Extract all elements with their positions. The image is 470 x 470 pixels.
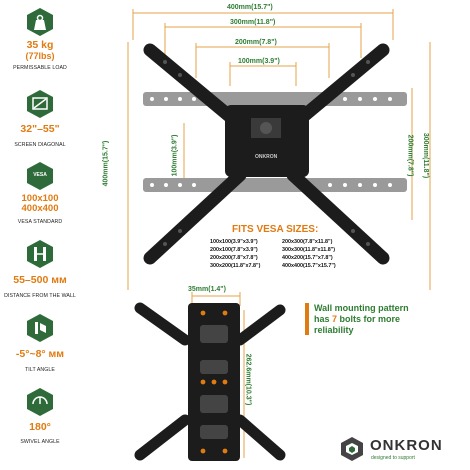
- vesa-list-col1: 100x100(3.9"x3.9") 200x100(7.8"x3.9") 20…: [210, 238, 260, 270]
- spec-diagonal-value: 32"–55": [20, 123, 60, 135]
- dimension-lines-horizontal: [132, 9, 394, 86]
- note-line-2: has 7 bolts for more: [314, 314, 401, 324]
- spec-vesa-value-min: 100x100: [21, 193, 59, 204]
- vesa-list-col2: 200x300(7.8"x11.8") 300x300(11.8"x11.8")…: [282, 238, 336, 270]
- spec-swivel-label: SWIVEL ANGLE: [20, 439, 60, 445]
- vesa-icon: VESA: [27, 162, 53, 190]
- arm-slots: [163, 60, 370, 246]
- note-line-1: Wall mounting pattern: [314, 303, 409, 313]
- spec-vesa: VESA 100x100 400x400 VESA STANDARD: [0, 162, 80, 225]
- vesa-title: FITS VESA SIZES:: [232, 224, 319, 235]
- spec-distance: 55–500 мм DISTANCE FROM THE WALL: [0, 240, 80, 299]
- articulating-joints: [200, 325, 228, 439]
- dim-width-400: 400mm(15.7"): [227, 4, 273, 11]
- vesa-icon-text: VESA: [33, 172, 47, 178]
- vesa-size: 200x200(7.8"x7.8"): [210, 255, 258, 261]
- spec-swivel: 180° SWIVEL ANGLE: [0, 388, 80, 445]
- spec-vesa-value-max: 400x400: [21, 203, 59, 214]
- dim-wall-plate-height: 262.6mm(10.3"): [244, 353, 252, 406]
- center-plate: [225, 105, 309, 177]
- dim-width-200: 200mm(7.8"): [235, 39, 277, 46]
- brand-name: ONKRON: [370, 437, 443, 454]
- side-arms: [134, 302, 286, 461]
- brand-logo-icon: [339, 436, 365, 462]
- vesa-size: 400x200(15.7"x7.8"): [282, 255, 333, 261]
- note-line-3: reliability: [314, 325, 354, 335]
- vesa-size: 100x100(3.9"x3.9"): [210, 239, 258, 245]
- spec-tilt-label: TILT ANGLE: [25, 367, 55, 373]
- wall-bolts: [200, 310, 228, 454]
- spec-diagonal-label: SCREEN DIAGONAL: [14, 142, 66, 148]
- spec-tilt: -5°~8° мм TILT ANGLE: [0, 314, 80, 373]
- spec-load-value: 35 kg: [26, 39, 54, 51]
- spec-load: 35 kg (77lbs) PERMISSABLE LOAD: [0, 8, 80, 71]
- spec-distance-value: 55–500 мм: [13, 274, 67, 286]
- spec-tilt-value: -5°~8° мм: [15, 348, 65, 360]
- dim-wall-plate-width: 35mm(1.4"): [188, 286, 226, 293]
- dim-width-100: 100mm(3.9"): [238, 58, 280, 65]
- vesa-size: 400x400(15.7"x15.7"): [282, 263, 336, 269]
- spec-swivel-value: 180°: [29, 421, 51, 433]
- spec-distance-label: DISTANCE FROM THE WALL: [4, 293, 76, 299]
- spec-load-value-lbs: (77lbs): [25, 51, 55, 61]
- vesa-size: 200x300(7.8"x11.8"): [282, 239, 333, 245]
- plate-logo: ONKRON: [255, 154, 278, 160]
- bolt-count: 7: [332, 314, 338, 324]
- spec-diagonal: 32"–55" SCREEN DIAGONAL: [0, 90, 80, 148]
- vesa-size: 200x100(7.8"x3.9"): [210, 247, 258, 253]
- vesa-size: 300x300(11.8"x11.8"): [282, 247, 336, 253]
- front-view-diagram: [127, 9, 431, 290]
- brand-tagline: designed to support: [371, 455, 415, 461]
- vesa-size: 300x200(11.8"x7.8"): [210, 263, 261, 269]
- mounting-note: Wall mounting pattern has 7 bolts for mo…: [314, 303, 409, 336]
- spec-load-label: PERMISSABLE LOAD: [13, 65, 67, 71]
- note-accent-bar: [305, 303, 309, 335]
- dim-width-300: 300mm(11.8"): [230, 19, 276, 26]
- spec-vesa-label: VESA STANDARD: [17, 219, 63, 225]
